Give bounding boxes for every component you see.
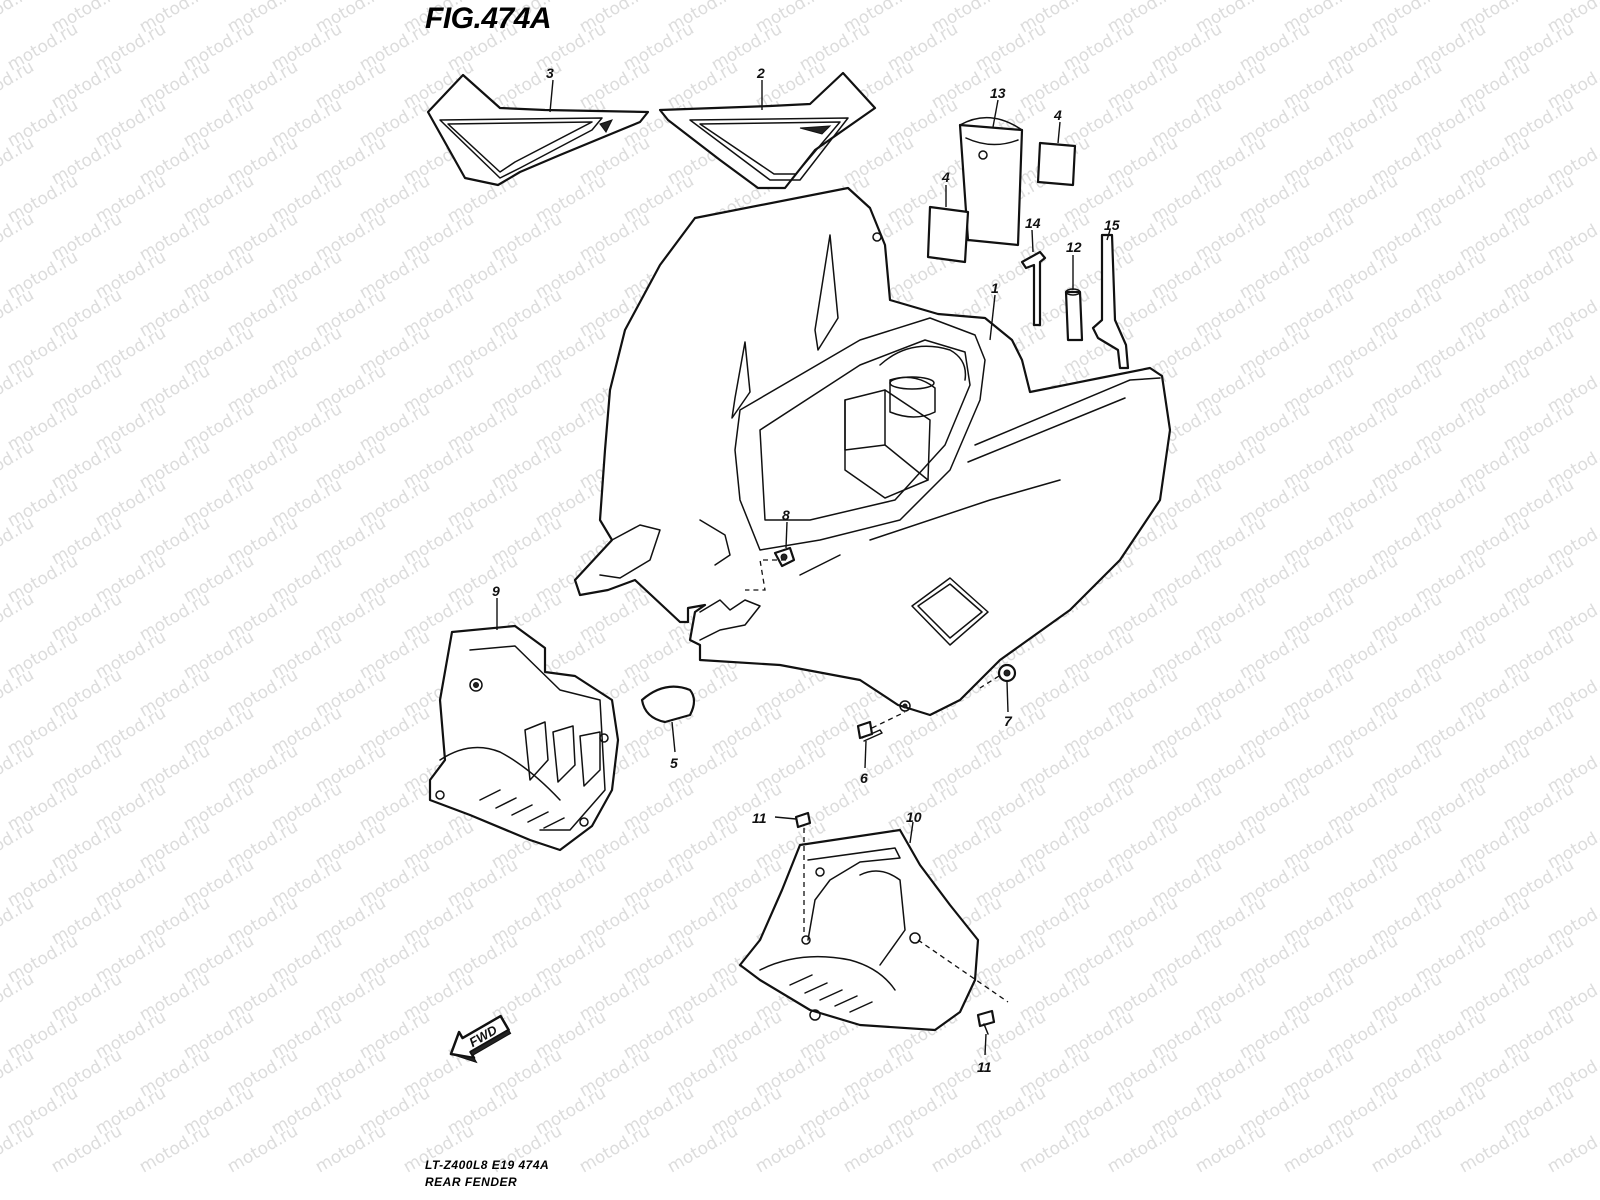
callout-9: 9 — [492, 583, 500, 599]
leader-lines — [496, 79, 1111, 1056]
callout-12: 12 — [1066, 239, 1082, 255]
callout-4b: 4 — [1053, 107, 1062, 123]
callout-6: 6 — [860, 770, 868, 786]
callout-15: 15 — [1104, 217, 1120, 233]
callout-11a: 11 — [752, 810, 767, 826]
callout-5: 5 — [670, 755, 678, 771]
part-5-cover — [640, 685, 696, 724]
callout-1: 1 — [991, 280, 999, 296]
part-8-clip — [773, 546, 796, 568]
fwd-arrow: FWD — [449, 1014, 512, 1064]
figure-name: REAR FENDER — [425, 1175, 518, 1189]
callout-10: 10 — [906, 809, 922, 825]
part-10-right-mudflap — [738, 828, 980, 1032]
part-11-screw-b — [976, 1009, 996, 1035]
part-12-socket — [1064, 288, 1084, 342]
part-6-screw — [856, 720, 883, 742]
part-4-label-a — [926, 205, 970, 264]
callout-8: 8 — [782, 507, 790, 523]
part-11-screw-a — [794, 811, 812, 829]
part-2-right-decal — [658, 71, 877, 190]
figure-code: LT-Z400L8 E19 474A — [425, 1158, 550, 1172]
callout-labels: 3 2 13 4 4 14 12 15 1 8 9 5 6 7 11 10 11 — [492, 65, 1120, 1075]
callout-3: 3 — [546, 65, 554, 81]
part-1-rear-fender — [573, 186, 1172, 717]
part-14-hex-wrench — [1020, 250, 1047, 327]
part-4-label-b — [1036, 141, 1077, 187]
callout-2: 2 — [756, 65, 765, 81]
callout-7: 7 — [1004, 713, 1013, 729]
part-9-left-mudflap — [428, 624, 620, 852]
figure-title: FIG.474A — [425, 2, 552, 35]
part-3-left-decal — [426, 73, 650, 187]
callout-14: 14 — [1025, 215, 1041, 231]
part-15-spanner — [1091, 233, 1130, 370]
callout-13: 13 — [990, 85, 1006, 101]
assembly-lines — [745, 559, 1009, 1003]
callout-4a: 4 — [941, 169, 950, 185]
part-13-tool-bag — [958, 116, 1024, 247]
callout-11b: 11 — [977, 1059, 992, 1075]
part-7-nut — [997, 663, 1017, 683]
